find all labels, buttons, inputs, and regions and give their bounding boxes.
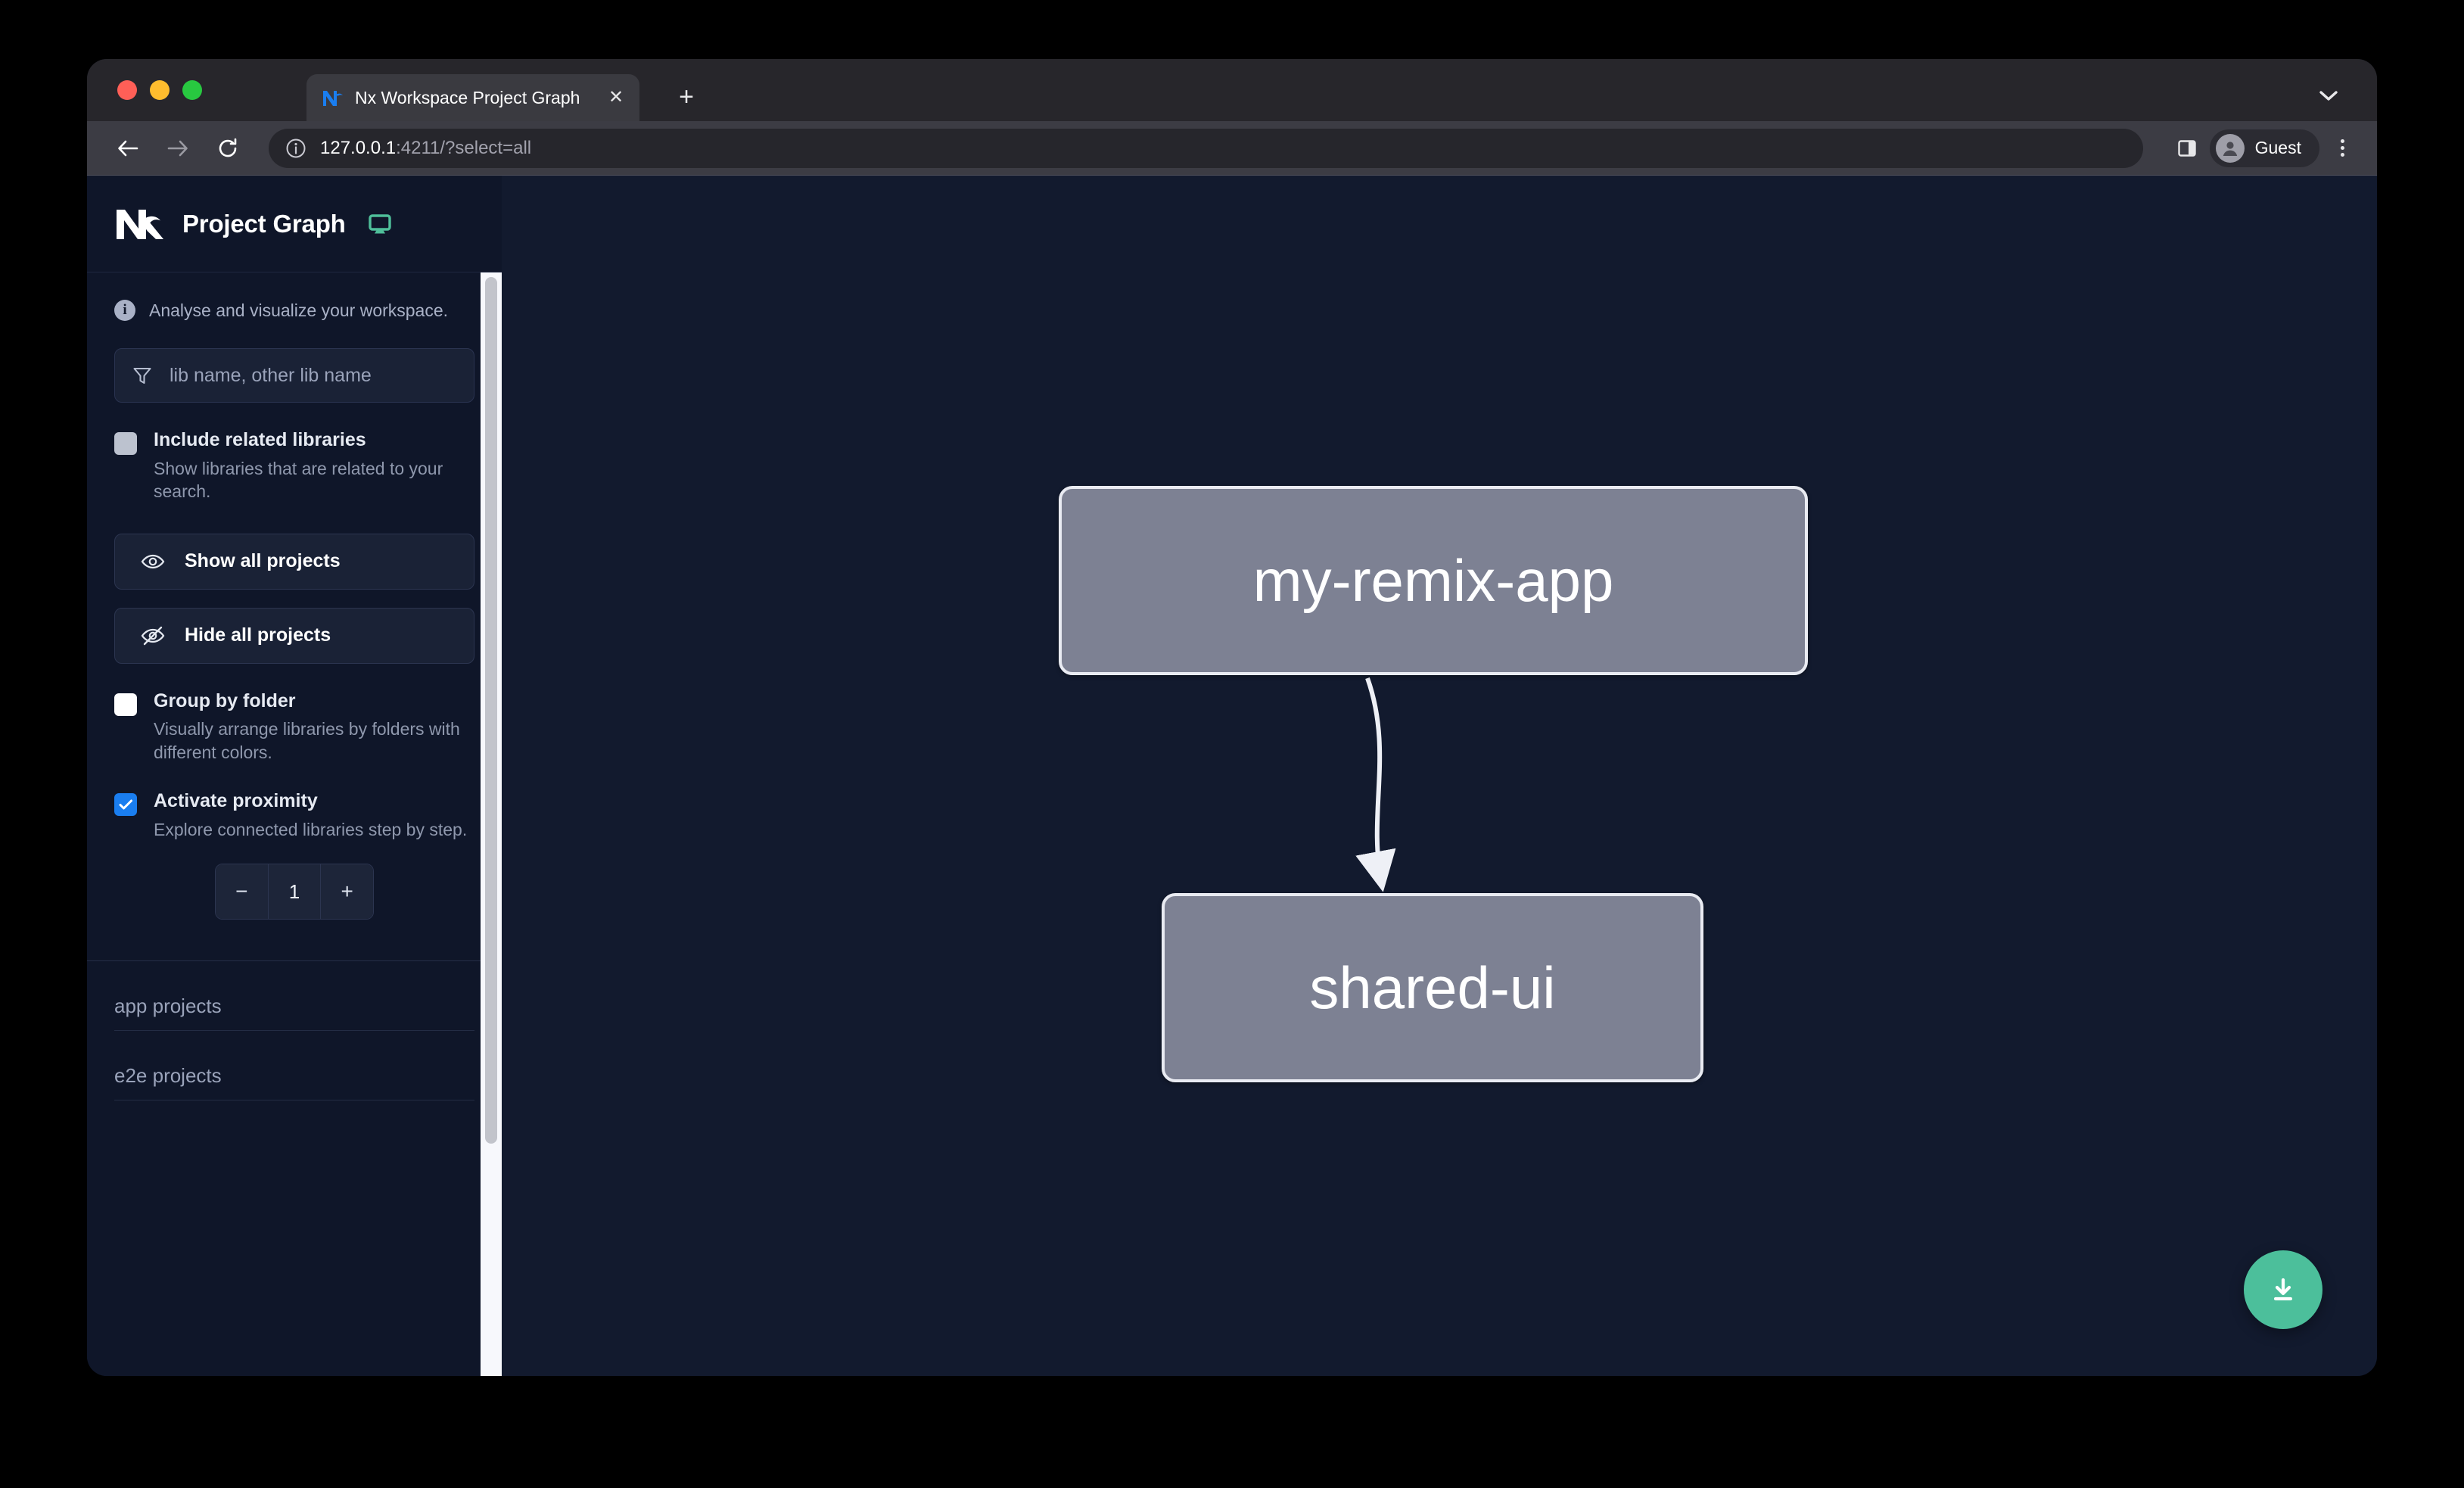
- sidebar-scrollbar-thumb[interactable]: [485, 277, 497, 1144]
- project-sections: app projects e2e projects: [87, 960, 502, 1101]
- graph-node-shared-ui[interactable]: shared-ui: [1162, 893, 1703, 1082]
- graph-node-my-remix-app[interactable]: my-remix-app: [1059, 486, 1808, 675]
- activate-proximity-checkbox[interactable]: [114, 793, 137, 817]
- project-visibility-buttons: Show all projects Hide all projects: [87, 533, 502, 664]
- sidebar-section-e2e-projects[interactable]: e2e projects: [114, 1031, 474, 1101]
- include-related-libraries-description: Show libraries that are related to your …: [154, 458, 443, 502]
- filter-funnel-icon: [132, 365, 153, 386]
- proximity-value: 1: [267, 864, 321, 920]
- project-graph-canvas[interactable]: my-remix-app shared-ui: [502, 176, 2377, 1376]
- eye-off-icon: [141, 624, 165, 648]
- activate-proximity-description: Explore connected libraries step by step…: [154, 819, 468, 839]
- sidebar-scrollbar-track[interactable]: [481, 272, 502, 1376]
- sidebar: Project Graph i Analyse and visualize yo…: [87, 176, 502, 1376]
- address-bar[interactable]: 127.0.0.1:4211/?select=all: [269, 128, 2143, 168]
- new-tab-button[interactable]: +: [679, 82, 694, 111]
- show-all-projects-button[interactable]: Show all projects: [114, 533, 474, 590]
- sidebar-header: Project Graph: [87, 176, 502, 272]
- chevron-down-icon[interactable]: [2313, 80, 2344, 111]
- option-group-by-folder[interactable]: Group by folder Visually arrange librari…: [87, 690, 502, 764]
- sidebar-section-app-projects[interactable]: app projects: [114, 961, 474, 1032]
- browser-tab-title: Nx Workspace Project Graph: [355, 87, 580, 107]
- proximity-stepper: − 1 +: [215, 864, 374, 920]
- hide-all-projects-button[interactable]: Hide all projects: [114, 607, 474, 664]
- browser-window: Nx Workspace Project Graph ✕ +: [87, 59, 2377, 1376]
- include-related-libraries-checkbox[interactable]: [114, 432, 137, 455]
- browser-tab[interactable]: Nx Workspace Project Graph ✕: [306, 74, 639, 121]
- proximity-increment-button[interactable]: +: [320, 864, 373, 920]
- back-icon[interactable]: [111, 132, 145, 165]
- nx-logo-icon: [114, 207, 164, 241]
- close-window-button[interactable]: [117, 80, 137, 100]
- include-related-libraries-label: Include related libraries: [154, 429, 366, 450]
- minimize-window-button[interactable]: [150, 80, 170, 100]
- close-tab-button[interactable]: ✕: [608, 87, 624, 107]
- maximize-window-button[interactable]: [182, 80, 202, 100]
- nx-favicon-icon: [322, 88, 344, 107]
- avatar: [2215, 133, 2245, 163]
- workspace-hint-text: Analyse and visualize your workspace.: [149, 300, 449, 320]
- page-title: Project Graph: [182, 209, 346, 238]
- side-panel-icon[interactable]: [2170, 132, 2204, 165]
- sidebar-scroll-area: i Analyse and visualize your workspace. …: [87, 272, 502, 1376]
- profile-button[interactable]: Guest: [2209, 129, 2319, 167]
- hide-all-projects-label: Hide all projects: [185, 624, 331, 646]
- search-input-placeholder: lib name, other lib name: [170, 364, 372, 386]
- proximity-decrement-button[interactable]: −: [216, 864, 268, 920]
- site-info-icon[interactable]: [285, 138, 306, 159]
- group-by-folder-checkbox[interactable]: [114, 693, 137, 716]
- download-image-button[interactable]: [2244, 1250, 2322, 1329]
- eye-icon: [141, 549, 165, 574]
- group-by-folder-description: Visually arrange libraries by folders wi…: [154, 719, 460, 762]
- browser-menu-icon[interactable]: [2326, 132, 2359, 165]
- page-content: Project Graph i Analyse and visualize yo…: [87, 176, 2377, 1376]
- address-bar-url: 127.0.0.1:4211/?select=all: [320, 138, 531, 159]
- option-activate-proximity[interactable]: Activate proximity Explore connected lib…: [87, 791, 502, 920]
- tab-strip: Nx Workspace Project Graph ✕ +: [87, 59, 2377, 121]
- activate-proximity-label: Activate proximity: [154, 790, 318, 812]
- workspace-hint: i Analyse and visualize your workspace.: [87, 272, 502, 321]
- option-include-related-libraries[interactable]: Include related libraries Show libraries…: [87, 429, 502, 503]
- group-by-folder-label: Group by folder: [154, 690, 296, 711]
- profile-name: Guest: [2254, 138, 2301, 157]
- window-traffic-lights: [117, 80, 202, 100]
- browser-toolbar: 127.0.0.1:4211/?select=all Guest: [87, 121, 2377, 176]
- show-all-projects-label: Show all projects: [185, 550, 341, 572]
- reload-icon[interactable]: [211, 132, 244, 165]
- toolbar-right-group: Guest: [2170, 129, 2359, 167]
- forward-icon[interactable]: [161, 132, 194, 165]
- monitor-icon[interactable]: [367, 211, 393, 237]
- search-input[interactable]: lib name, other lib name: [114, 348, 474, 403]
- info-icon: i: [114, 300, 135, 321]
- url-path: :4211/?select=all: [396, 137, 532, 158]
- graph-edges: [1355, 677, 1396, 892]
- download-icon: [2273, 1278, 2293, 1301]
- url-host: 127.0.0.1: [320, 137, 397, 158]
